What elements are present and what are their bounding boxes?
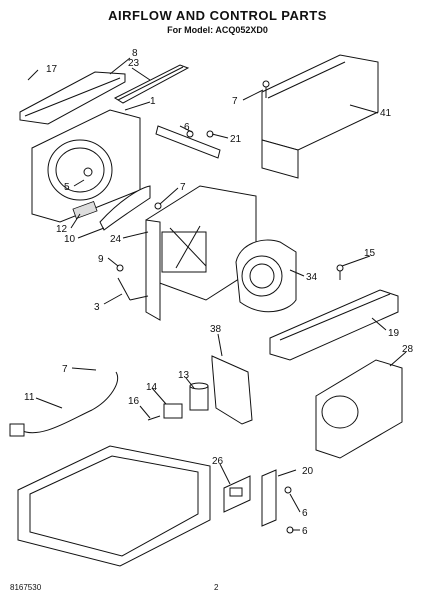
callout-12: 12 (56, 224, 68, 235)
callout-6-bottom: 6 (302, 526, 308, 537)
power-cord-part (9, 371, 118, 437)
main-housing-part (145, 185, 257, 321)
callout-9: 9 (98, 254, 104, 265)
control-plate-part (223, 475, 251, 513)
callout-38: 38 (210, 324, 222, 335)
blower-housing-part (235, 239, 297, 313)
callout-7-middle: 7 (180, 182, 186, 193)
callout-26: 26 (212, 456, 224, 467)
callout-10: 10 (64, 234, 76, 245)
evaporator-shroud-part (315, 359, 403, 459)
callout-24: 24 (110, 234, 122, 245)
probe-part (117, 277, 149, 301)
gasket-strip-part (113, 64, 190, 104)
capacitor-part (189, 382, 209, 411)
top-cover-part (261, 54, 379, 179)
callout-6-lower: 6 (302, 508, 308, 519)
callout-13: 13 (178, 370, 190, 381)
page-number: 2 (214, 583, 219, 592)
callout-21: 21 (230, 134, 242, 145)
callout-34: 34 (306, 272, 318, 283)
callout-8: 8 (132, 48, 138, 59)
callout-15: 15 (364, 248, 376, 259)
callout-20: 20 (302, 466, 314, 477)
callout-16: 16 (128, 396, 140, 407)
bracket-piece-part (72, 185, 151, 231)
callout-5: 5 (64, 182, 70, 193)
model-label: For Model: ACQ052XD0 (167, 25, 268, 35)
callout-19: 19 (388, 328, 400, 339)
callout-28: 28 (402, 344, 414, 355)
leader-lines (27, 57, 407, 531)
base-pan-part (17, 445, 211, 567)
callout-17: 17 (46, 64, 58, 75)
callout-3: 3 (94, 302, 100, 313)
switch-part (147, 403, 183, 421)
diagram-title: AIRFLOW AND CONTROL PARTS (108, 8, 327, 23)
top-bracket-part (19, 71, 126, 125)
callout-14: 14 (146, 382, 158, 393)
callout-6-top: 6 (184, 122, 190, 133)
callout-7-top: 7 (232, 96, 238, 107)
callout-41: 41 (380, 108, 392, 119)
document-number: 8167530 (10, 583, 42, 592)
callout-23: 23 (128, 58, 140, 69)
control-bracket-part (211, 355, 253, 425)
front-rail-part (269, 289, 399, 361)
callout-11: 11 (24, 392, 35, 403)
callout-1: 1 (150, 96, 156, 107)
callout-7-bottom: 7 (62, 364, 68, 375)
mounting-bar-part (155, 125, 221, 159)
mounting-bracket-part (261, 469, 277, 527)
